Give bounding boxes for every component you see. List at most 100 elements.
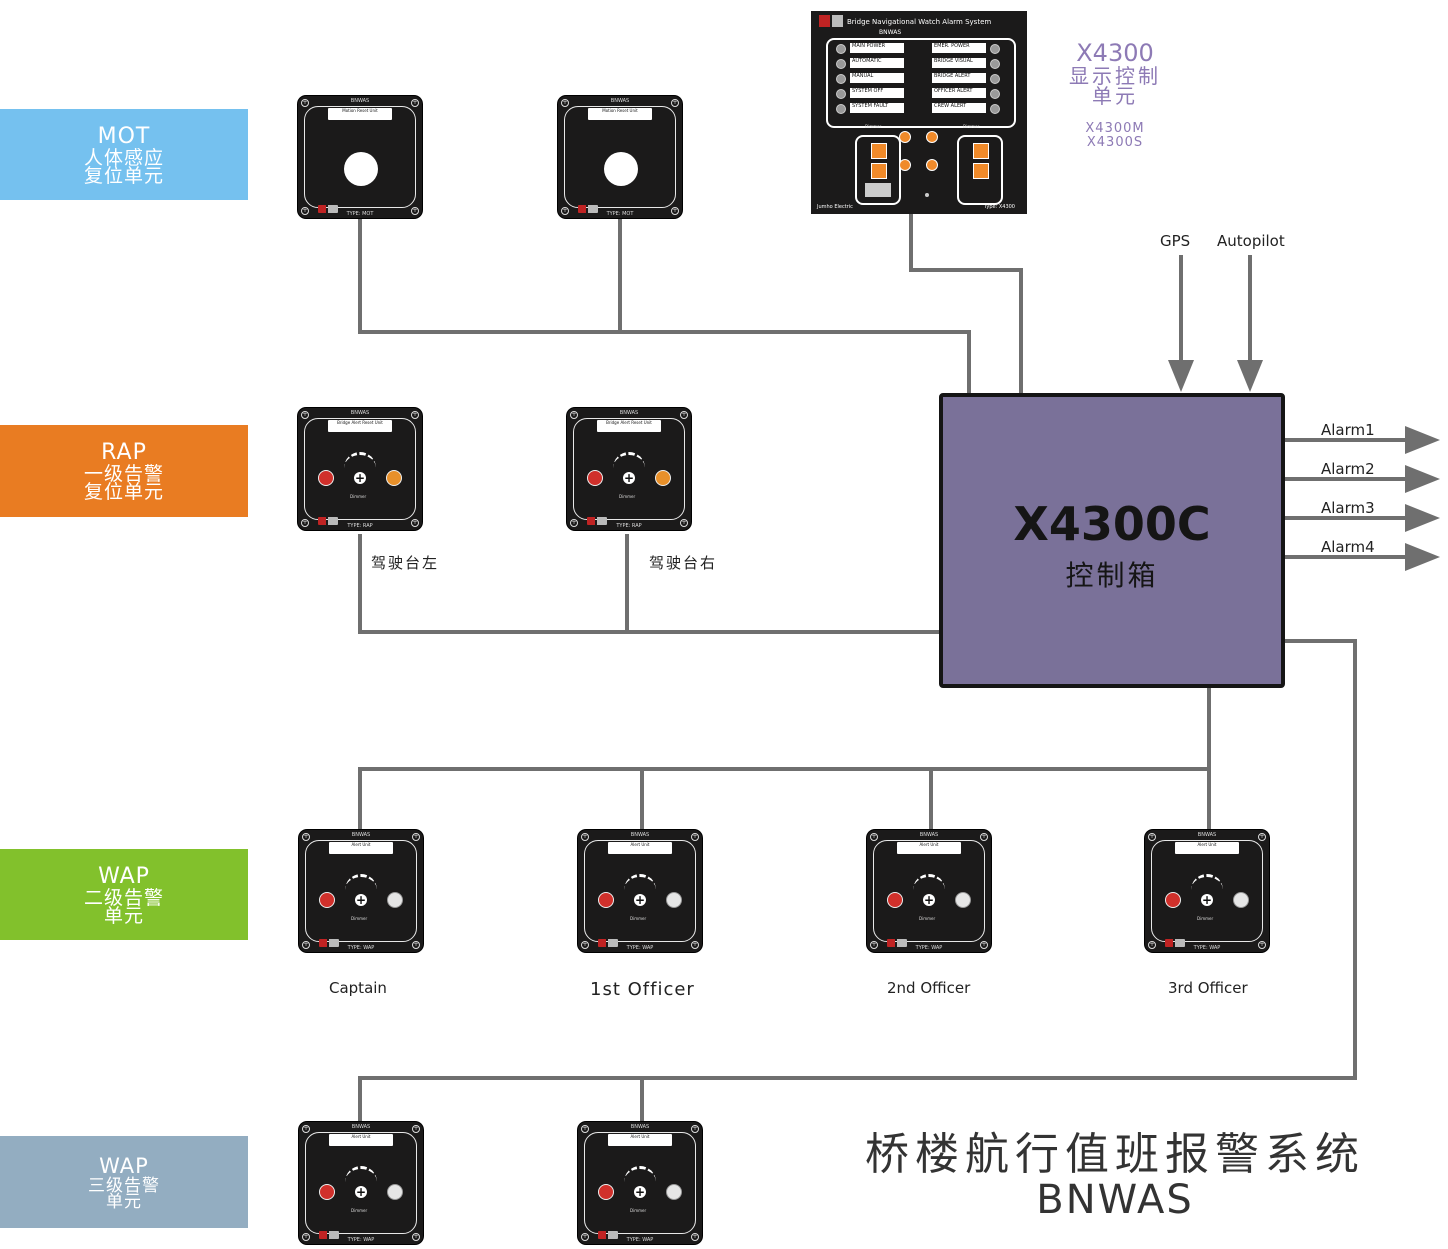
motion-reset-button[interactable] [344, 152, 378, 186]
mute-button[interactable] [666, 892, 682, 908]
status-row: BRIDGE VISUAL [932, 58, 986, 68]
input-autopilot: Autopilot [1217, 232, 1285, 250]
role-3rd-officer: 3rd Officer [1168, 979, 1248, 997]
maker-logo [598, 1231, 618, 1239]
tag-wap3-name: 三级告警 单元 [88, 1176, 160, 1212]
display-wire [909, 214, 1023, 393]
output-alarm2: Alarm2 [1321, 460, 1375, 478]
alarm-button[interactable] [1165, 892, 1181, 908]
alarm-button[interactable] [319, 892, 335, 908]
panel-label: Bridge Alert Reset Unit [328, 420, 392, 432]
status-led [990, 74, 1000, 84]
maker-logo [1165, 939, 1185, 947]
status-led [990, 104, 1000, 114]
tag-mot-code: MOT [97, 123, 151, 149]
maker-logo [887, 939, 907, 947]
volume-up-button[interactable] [973, 143, 989, 159]
mute-button[interactable] [387, 892, 403, 908]
dimmer-down-button[interactable] [871, 163, 887, 179]
status-row: OFFICER ALERT [932, 88, 986, 98]
indicator-dot [925, 193, 929, 197]
alarm3-arrowhead [1405, 504, 1440, 532]
panel-header: BNWAS [350, 410, 370, 416]
dimmer-scale-icon [344, 452, 376, 471]
panel-type: TYPE: RAP [347, 523, 373, 529]
status-led [990, 59, 1000, 69]
maker-logo [318, 517, 338, 525]
dimmer-plus-button[interactable]: + [923, 893, 935, 907]
dimmer-label: Dimmer [619, 494, 636, 499]
dimmer-label: Dimmer [963, 124, 980, 129]
panel-label: Alert Unit [1175, 842, 1239, 854]
status-led [836, 89, 846, 99]
status-led [990, 44, 1000, 54]
panel-header: BNWAS [610, 98, 630, 104]
dimmer-label: Dimmer [351, 1208, 368, 1213]
status-led [836, 44, 846, 54]
dimmer-plus-button[interactable]: + [634, 1185, 646, 1199]
tag-wap2-name: 二级告警 单元 [83, 886, 164, 927]
dimmer-scale-icon [624, 1166, 656, 1185]
wap3-panel-1: ++ ++ BNWAS Alert Unit + Dimmer TYPE: WA… [299, 1122, 423, 1244]
role-2nd-officer: 2nd Officer [887, 979, 971, 997]
tag-wap3: WAP 三级告警 单元 [0, 1136, 248, 1228]
lamp-button[interactable] [386, 470, 402, 486]
mode-button[interactable] [926, 159, 938, 171]
dimmer-plus-button[interactable]: + [355, 893, 367, 907]
rap-panel-1: ++ ++ BNWAS Bridge Alert Reset Unit + Di… [298, 408, 422, 530]
dimmer-left-group [855, 135, 901, 205]
mode-button[interactable] [899, 159, 911, 171]
maker-logo [598, 939, 618, 947]
display-unit-caption: X4300 显示控制 单元 X4300M X4300S [1050, 40, 1180, 150]
alarm1-arrowhead [1405, 426, 1440, 454]
dimmer-up-button[interactable] [871, 143, 887, 159]
status-row: EMER. POWER [932, 43, 986, 53]
dimmer-plus-button[interactable]: + [354, 471, 366, 485]
maker-logo [578, 205, 598, 213]
panel-type: TYPE: WAP [347, 1237, 375, 1243]
display-model: X4300 [1076, 39, 1154, 67]
mute-button[interactable] [955, 892, 971, 908]
system-title: 桥楼航行值班报警系统 BNWAS [850, 1129, 1380, 1223]
status-led [990, 89, 1000, 99]
panel-label: Alert Unit [608, 1134, 672, 1146]
dimmer-scale-icon [613, 452, 645, 471]
alarm-button[interactable] [598, 1184, 614, 1200]
system-title-zh: 桥楼航行值班报警系统 [865, 1129, 1365, 1180]
dimmer-label: Dimmer [351, 916, 368, 921]
mute-button[interactable] [387, 1184, 403, 1200]
lamp-button[interactable] [655, 470, 671, 486]
panel-type: TYPE: MOT [606, 211, 634, 217]
panel-header: BNWAS [630, 832, 650, 838]
alarm-button[interactable] [598, 892, 614, 908]
alarm-button[interactable] [887, 892, 903, 908]
wap2-bus-wire [358, 688, 1211, 830]
status-row: AUTOMATIC [850, 58, 904, 68]
mute-button[interactable] [666, 1184, 682, 1200]
reset-button[interactable] [587, 470, 603, 486]
output-alarm1: Alarm1 [1321, 421, 1375, 439]
mute-button[interactable] [1233, 892, 1249, 908]
dimmer-plus-button[interactable]: + [355, 1185, 367, 1199]
motion-reset-button[interactable] [604, 152, 638, 186]
tag-wap3-code: WAP [99, 1154, 149, 1178]
wap2-panel-2nd-officer: ++ ++ BNWAS Alert Unit + Dimmer TYPE: WA… [867, 830, 991, 952]
alarm-button[interactable] [319, 1184, 335, 1200]
output-alarm4: Alarm4 [1321, 538, 1375, 556]
maker-logo [319, 1231, 339, 1239]
status-row: SYSTEM FAULT [850, 103, 904, 113]
tag-wap2: WAP 二级告警 单元 [0, 849, 248, 940]
dimmer-plus-button[interactable]: + [1201, 893, 1213, 907]
panel-header: BNWAS [351, 832, 371, 838]
status-led [836, 74, 846, 84]
rap-bus-wire [358, 534, 939, 634]
mode-button[interactable] [926, 131, 938, 143]
dimmer-plus-button[interactable]: + [623, 471, 635, 485]
volume-down-button[interactable] [973, 163, 989, 179]
reset-button[interactable] [318, 470, 334, 486]
status-row: BRIDGE ALERT [932, 73, 986, 83]
dimmer-plus-button[interactable]: + [634, 893, 646, 907]
system-title-en: BNWAS [1036, 1177, 1194, 1223]
controller-name: 控制箱 [1065, 559, 1159, 592]
mode-button[interactable] [899, 131, 911, 143]
